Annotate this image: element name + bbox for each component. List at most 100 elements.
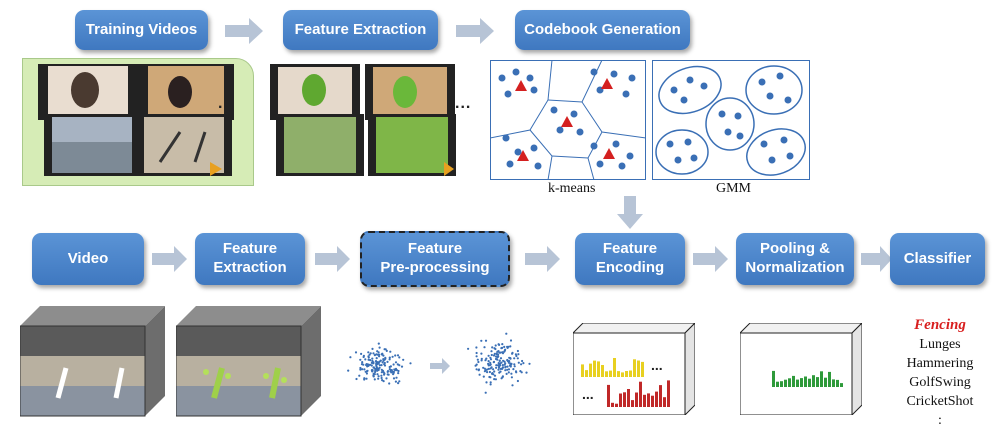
feature-point: [497, 364, 500, 367]
feature-point: [361, 368, 364, 371]
feature-point: [387, 373, 390, 376]
histogram-yellow: [581, 358, 644, 377]
feature-point: [372, 361, 375, 364]
feature-point: [367, 358, 370, 361]
feature-point: [394, 369, 397, 372]
arrow-right-icon: [456, 18, 494, 44]
feature-point: [380, 364, 383, 367]
feature-point: [394, 354, 397, 357]
feature-point: [493, 374, 497, 377]
arrow-right-icon: [152, 246, 187, 272]
ellipsis-features: ...: [455, 95, 472, 112]
feature-point: [489, 363, 492, 366]
feature-point: [385, 377, 388, 380]
feature-point: [349, 356, 352, 359]
histogram-bar: [796, 379, 799, 387]
histogram-bar: [589, 363, 592, 377]
histogram-bar: [804, 376, 807, 387]
feature-point: [475, 363, 478, 366]
feature-point: [391, 355, 394, 358]
arrow-right-icon: [430, 358, 450, 374]
arrow-right-icon: [225, 18, 263, 44]
feature-point: [506, 346, 509, 349]
feature-point: [510, 376, 513, 379]
feature-point: [467, 347, 470, 350]
feature-point: [380, 374, 383, 377]
feature-point: [477, 368, 481, 371]
arrow-right-icon: [315, 246, 350, 272]
feature-point: [495, 364, 498, 367]
feature-point: [392, 377, 396, 380]
pooled-histogram-box: [740, 323, 862, 415]
feature-point: [482, 366, 485, 369]
histogram-ellipsis-bottom: ...: [582, 386, 594, 402]
feature-point: [493, 378, 496, 381]
histogram-bar: [800, 378, 803, 387]
feature-point: [378, 346, 381, 349]
feature-point: [500, 377, 503, 380]
feature-point: [362, 355, 365, 359]
histogram-bar: [780, 381, 783, 387]
histogram-bar: [651, 395, 654, 407]
arrow-down-icon: [617, 196, 643, 229]
feature-point: [373, 378, 376, 381]
feature-encoding-label: Feature Encoding: [595, 240, 665, 276]
feature-point: [528, 362, 531, 365]
feature-point: [397, 369, 400, 373]
histogram-bar: [659, 385, 662, 407]
feature-point: [400, 365, 404, 368]
arrow-right-icon: [693, 246, 728, 272]
feature-point: [516, 357, 519, 360]
feature-point: [381, 361, 384, 364]
feature-point: [379, 359, 382, 362]
feature-point: [365, 372, 368, 375]
histogram-bar: [585, 370, 588, 377]
histogram-bar: [663, 397, 666, 407]
feature-point: [389, 365, 392, 368]
feature-point: [475, 351, 478, 355]
kmeans-codebook-panel: [490, 60, 646, 180]
feature-point: [373, 373, 376, 376]
feature-point: [367, 356, 370, 359]
feature-point: [347, 369, 350, 372]
feature-point: [489, 383, 492, 386]
histogram-bar: [629, 370, 632, 377]
feature-point: [380, 376, 383, 380]
feature-point: [364, 370, 367, 373]
histogram-bar: [824, 377, 827, 387]
feature-point: [483, 370, 486, 373]
feature-point: [363, 368, 366, 371]
video-cube: [20, 306, 165, 417]
gmm-label: GMM: [716, 181, 752, 196]
feature-point: [363, 377, 366, 380]
feature-extraction-thumbnails: [270, 64, 456, 176]
histogram-bar: [641, 361, 644, 377]
feature-point: [509, 357, 512, 360]
class-list: Fencing Lunges Hammering GolfSwing Crick…: [888, 316, 992, 430]
feature-point: [498, 359, 501, 362]
feature-point: [367, 351, 370, 354]
feature-point: [505, 372, 508, 375]
feature-cube: [176, 306, 321, 417]
feature-point: [505, 332, 508, 335]
feature-point: [384, 348, 387, 351]
feature-point: [361, 361, 364, 364]
feature-point: [504, 369, 507, 372]
feature-point: [504, 362, 507, 365]
feature-point: [371, 357, 374, 360]
feature-point: [385, 349, 388, 352]
kmeans-label: k-means: [548, 181, 596, 196]
feature-point: [520, 363, 523, 366]
histogram-red: [607, 380, 670, 407]
histogram-bar: [615, 403, 618, 407]
histogram-bar: [635, 392, 638, 407]
feature-point: [359, 358, 362, 361]
feature-point: [372, 374, 375, 377]
feature-point: [490, 366, 493, 369]
feature-point: [475, 346, 478, 349]
histogram-bar: [609, 370, 612, 377]
feature-point: [358, 374, 361, 377]
feature-point: [478, 373, 481, 376]
feature-point: [492, 373, 495, 376]
histogram-bar: [772, 370, 775, 387]
